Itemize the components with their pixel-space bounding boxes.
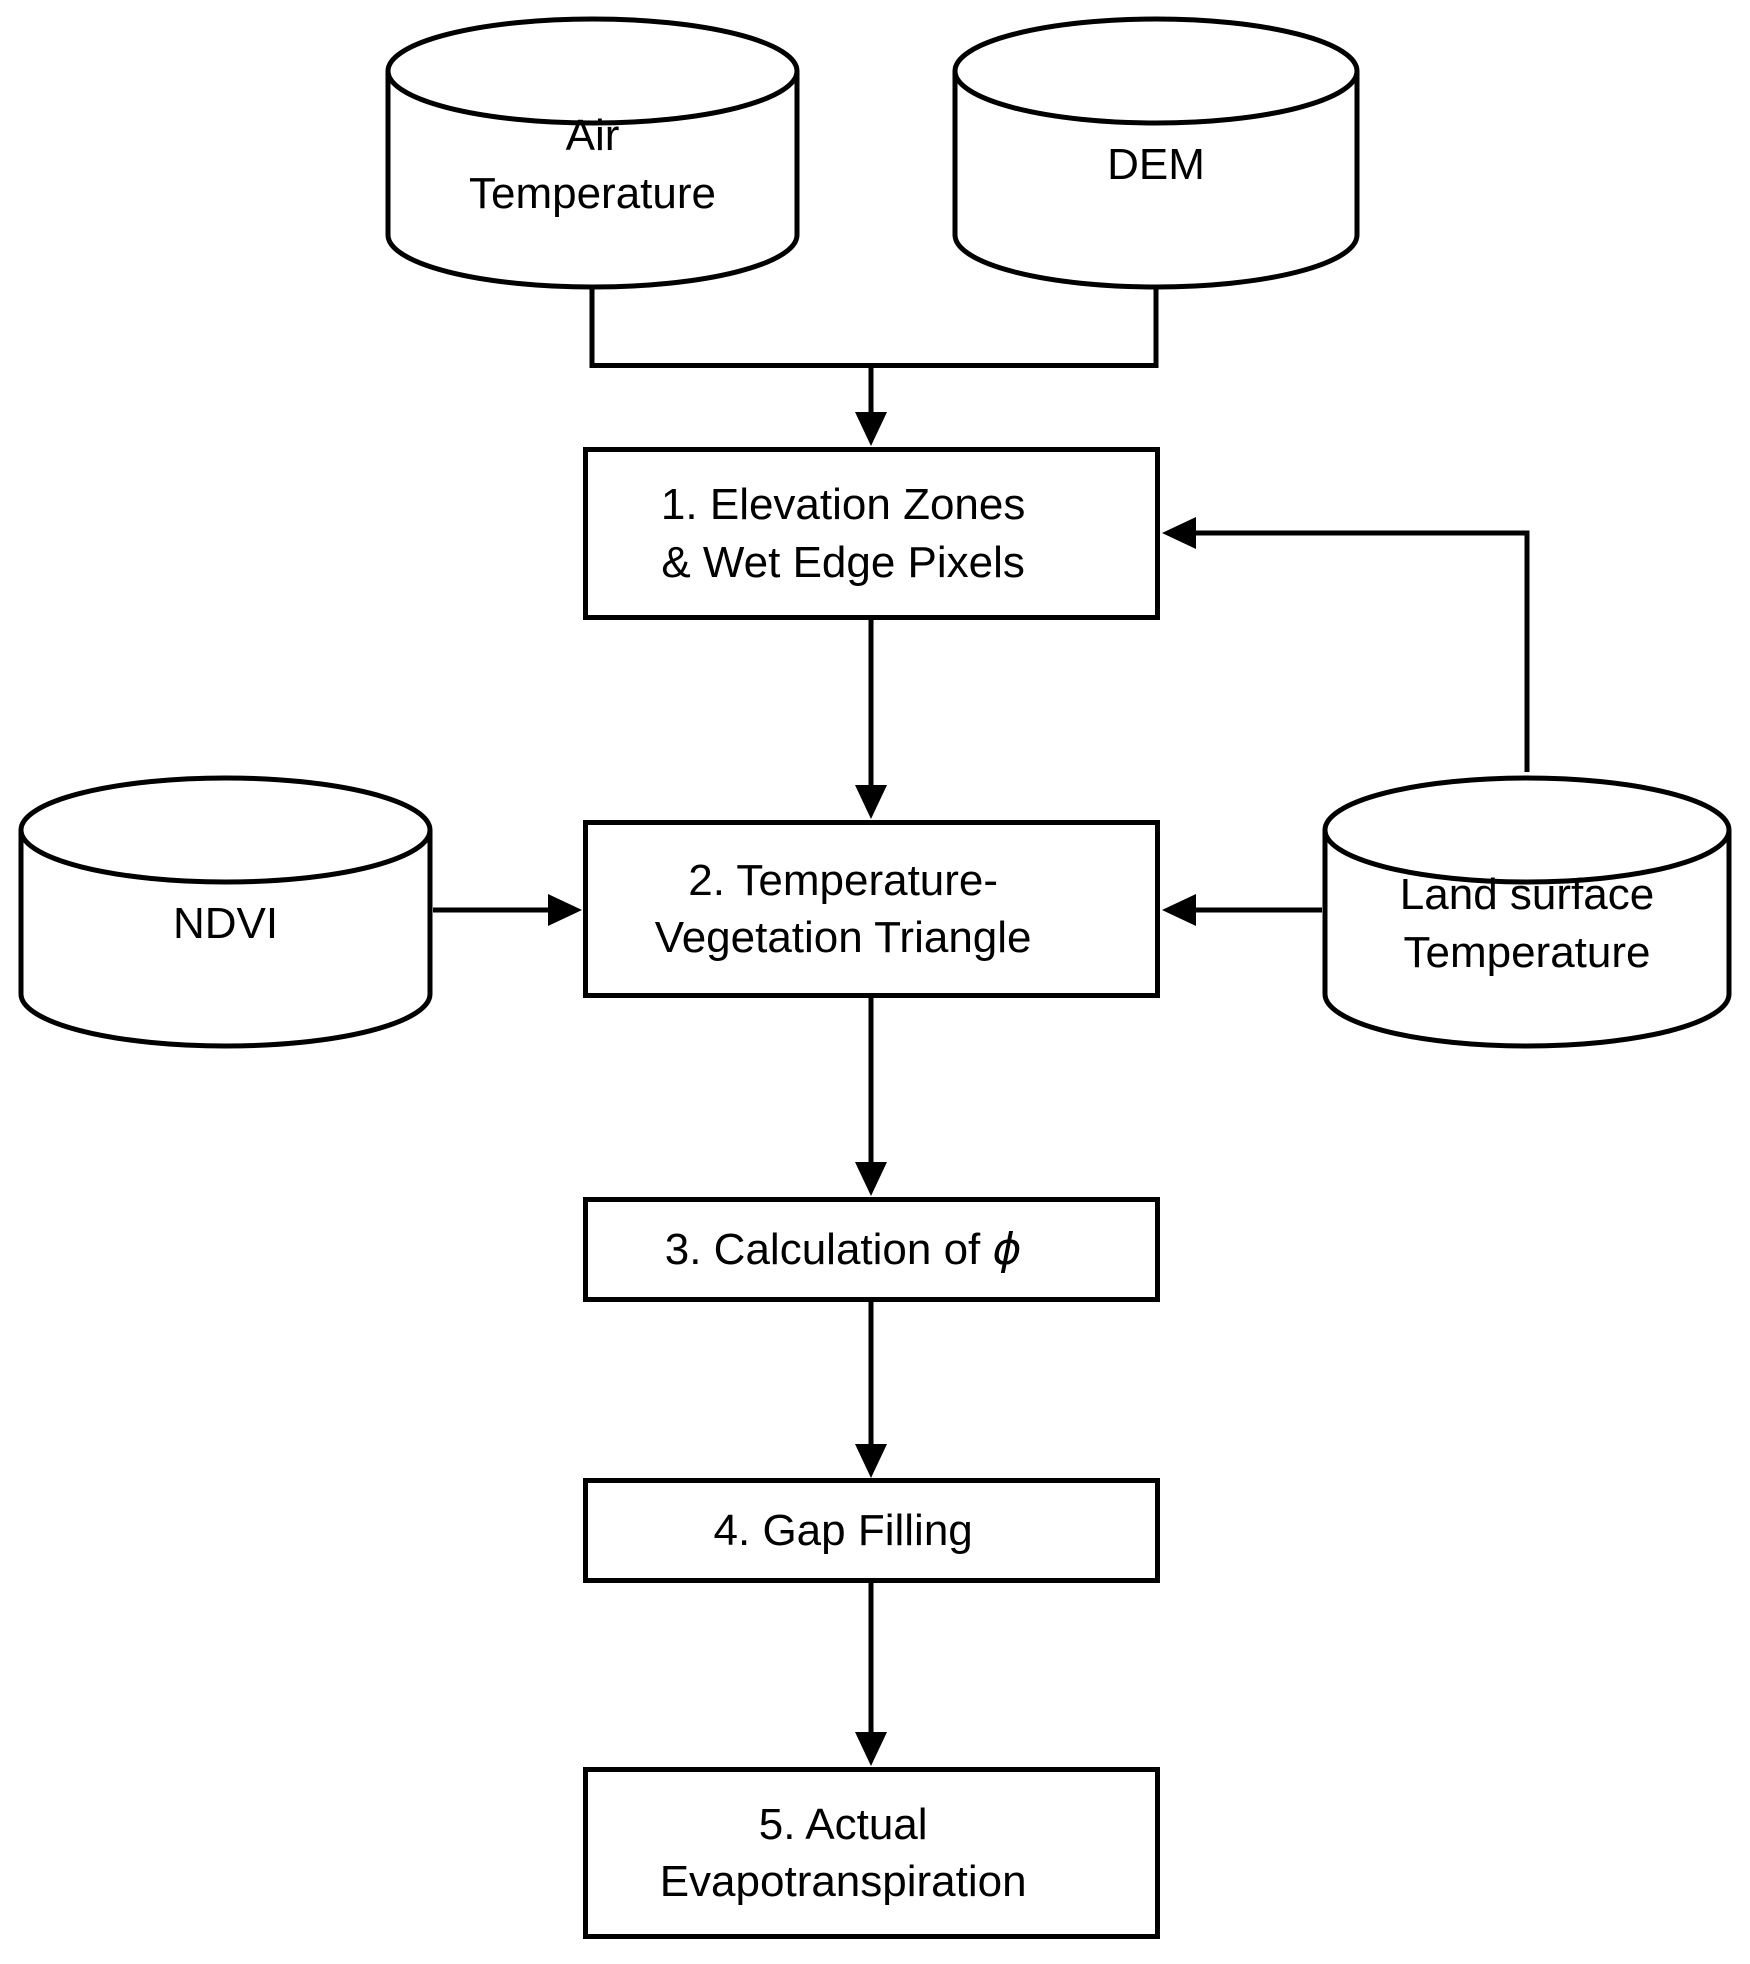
label-line: Evapotranspiration [659, 1857, 1027, 1906]
connector-ndvi-to-step2 [433, 894, 582, 926]
process-step-1: 1. Elevation Zones & Wet Edge Pixels [583, 447, 1160, 620]
label-line: 3. Calculation of ϕ [588, 1221, 1098, 1278]
process-label: 3. Calculation of ϕ [588, 1221, 1098, 1278]
label-line: Land surface [1399, 870, 1655, 920]
label-line: Temperature [1403, 927, 1651, 977]
process-label: 4. Gap Filling [588, 1502, 1098, 1559]
label-text: 3. Calculation of [664, 1224, 993, 1274]
label-line: 1. Elevation Zones [660, 480, 1026, 530]
connector-lst-to-step2 [1162, 894, 1322, 926]
datastore-ndvi: NDVI [18, 772, 433, 1049]
cylinder-shape [1322, 775, 1732, 1049]
datastore-label: Air Temperature [385, 13, 800, 290]
label-line: 5. Actual [758, 1799, 928, 1849]
process-step-3: 3. Calculation of ϕ [583, 1197, 1160, 1302]
connector-step1-to-step2 [855, 620, 887, 819]
process-step-2: 2. Temperature- Vegetation Triangle [583, 820, 1160, 998]
datastore-dem: DEM [952, 13, 1360, 290]
cylinder-shape [385, 16, 800, 290]
cylinder-shape [18, 775, 433, 1049]
process-step-4: 4. Gap Filling [583, 1478, 1160, 1583]
phi-symbol: ϕ [992, 1223, 1022, 1275]
connector-step3-to-step4 [855, 1302, 887, 1478]
datastore-air-temperature: Air Temperature [385, 13, 800, 290]
process-label: 1. Elevation Zones & Wet Edge Pixels [588, 476, 1098, 590]
datastore-land-surface-temperature: Land surface Temperature [1322, 772, 1732, 1049]
connector-step4-to-step5 [855, 1583, 887, 1766]
process-label: 5. Actual Evapotranspiration [588, 1796, 1098, 1910]
cylinder-shape [952, 16, 1360, 290]
label-line: Air [565, 111, 620, 161]
connector-airtemp-dem-merge [589, 288, 1159, 446]
label-line: DEM [1107, 139, 1205, 189]
connector-step2-to-step3 [855, 998, 887, 1196]
connector-lst-to-step1 [1162, 517, 1530, 772]
datastore-label: DEM [952, 13, 1360, 290]
label-line: 2. Temperature- [688, 855, 999, 905]
datastore-label: Land surface Temperature [1322, 772, 1732, 1049]
datastore-label: NDVI [18, 772, 433, 1049]
process-step-5: 5. Actual Evapotranspiration [583, 1767, 1160, 1939]
label-line: & Wet Edge Pixels [661, 537, 1025, 587]
label-line: NDVI [172, 898, 279, 948]
label-line: 4. Gap Filling [713, 1505, 973, 1555]
process-label: 2. Temperature- Vegetation Triangle [588, 852, 1098, 966]
label-line: Vegetation Triangle [654, 913, 1032, 962]
label-line: Temperature [468, 168, 716, 218]
